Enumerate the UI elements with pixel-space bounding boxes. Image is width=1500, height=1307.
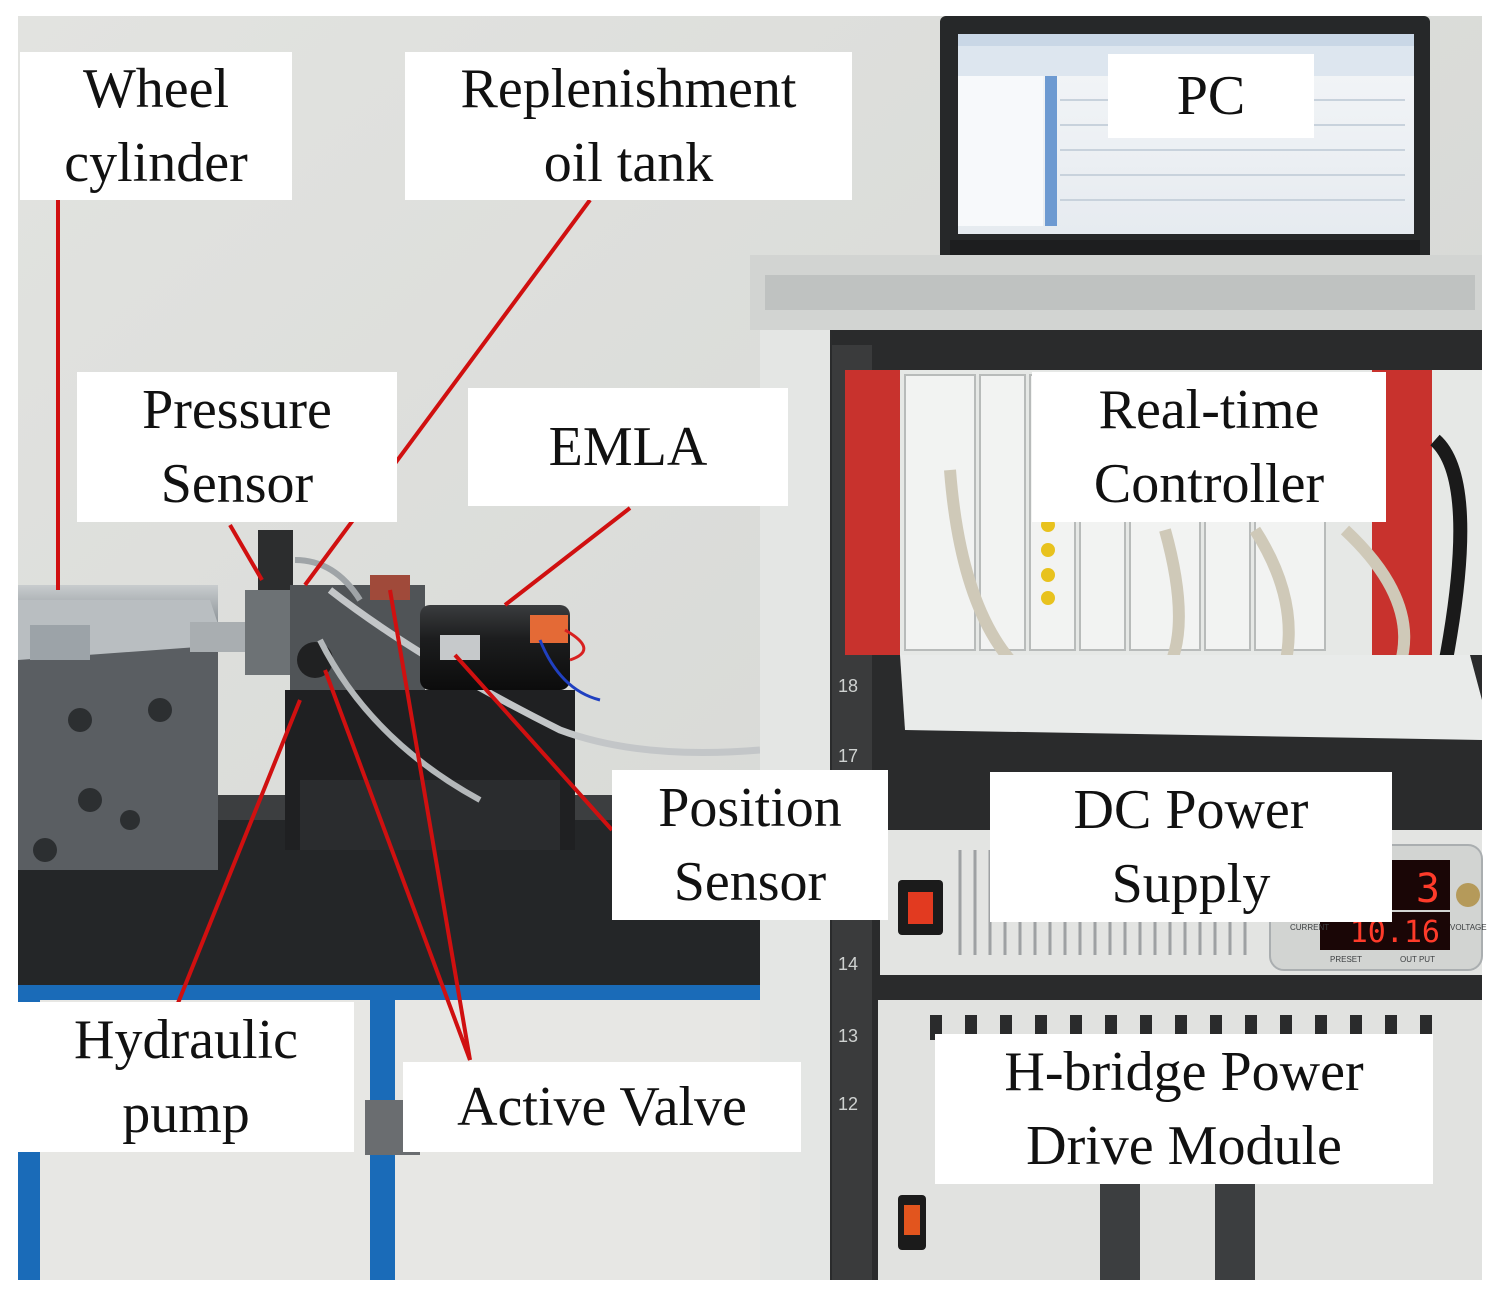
label-line: Drive Module [1026, 1115, 1342, 1177]
label-line: Wheel [82, 58, 230, 120]
label-realtime-controller: Real-time Controller [1032, 372, 1386, 522]
label-line: pump [122, 1083, 250, 1145]
rack-unit-number: 14 [838, 954, 858, 974]
leader-line-emla [503, 506, 632, 607]
label-emla: EMLA [468, 388, 788, 506]
label-line: cylinder [64, 132, 248, 194]
label-line: Position [658, 777, 842, 839]
label-dc-power-supply: DC Power Supply [990, 772, 1392, 922]
label-h-bridge-power-drive-module: H-bridge Power Drive Module [935, 1034, 1433, 1184]
wheel-cylinder-device [18, 585, 250, 870]
psu-preset-label: PRESET [1330, 955, 1362, 964]
label-position-sensor: Position Sensor [612, 770, 888, 920]
leader-line-hydraulic-pump [176, 699, 302, 1004]
psu-output-label: OUT PUT [1400, 955, 1435, 964]
label-line: Active Valve [457, 1076, 747, 1138]
psu-current-readout: 3 [1416, 866, 1440, 912]
label-line: H-bridge Power [1004, 1041, 1364, 1103]
leader-lines [56, 198, 632, 1061]
label-line: Pressure [142, 379, 332, 441]
emla-motor [420, 605, 601, 702]
label-line: Hydraulic [74, 1009, 298, 1071]
label-wheel-cylinder: Wheel cylinder [20, 52, 292, 200]
rack-unit-number: 17 [838, 746, 858, 766]
label-pc: PC [1108, 54, 1314, 138]
psu-current-label: CURRENT [1290, 923, 1329, 932]
label-line: Replenishment [460, 58, 797, 120]
label-line: DC Power [1073, 779, 1309, 841]
rack-unit-number: 12 [838, 1094, 858, 1114]
leader-line-active-valve-right [388, 589, 472, 1061]
label-line: oil tank [543, 132, 714, 194]
label-replenishment-oil-tank: Replenishment oil tank [405, 52, 852, 200]
rack-unit-number: 18 [838, 676, 858, 696]
label-pressure-sensor: Pressure Sensor [77, 372, 397, 522]
rack-unit-numbers: 18 17 14 13 12 [838, 676, 858, 1114]
label-line: PC [1176, 65, 1246, 127]
leader-line-pressure-sensor [228, 523, 264, 582]
label-line: Real-time [1098, 379, 1320, 441]
label-hydraulic-pump: Hydraulic pump [18, 1002, 354, 1152]
psu-voltage-label: VOLTAGE [1450, 923, 1487, 932]
label-line: Supply [1111, 853, 1271, 915]
leader-line-active-valve-left [323, 669, 472, 1061]
rack-unit-number: 13 [838, 1026, 858, 1046]
label-line: Controller [1093, 453, 1325, 515]
label-line: Sensor [160, 453, 314, 515]
label-line: Sensor [673, 851, 827, 913]
label-line: EMLA [548, 416, 708, 478]
label-active-valve: Active Valve [403, 1062, 801, 1152]
leader-line-position-sensor [453, 653, 614, 832]
